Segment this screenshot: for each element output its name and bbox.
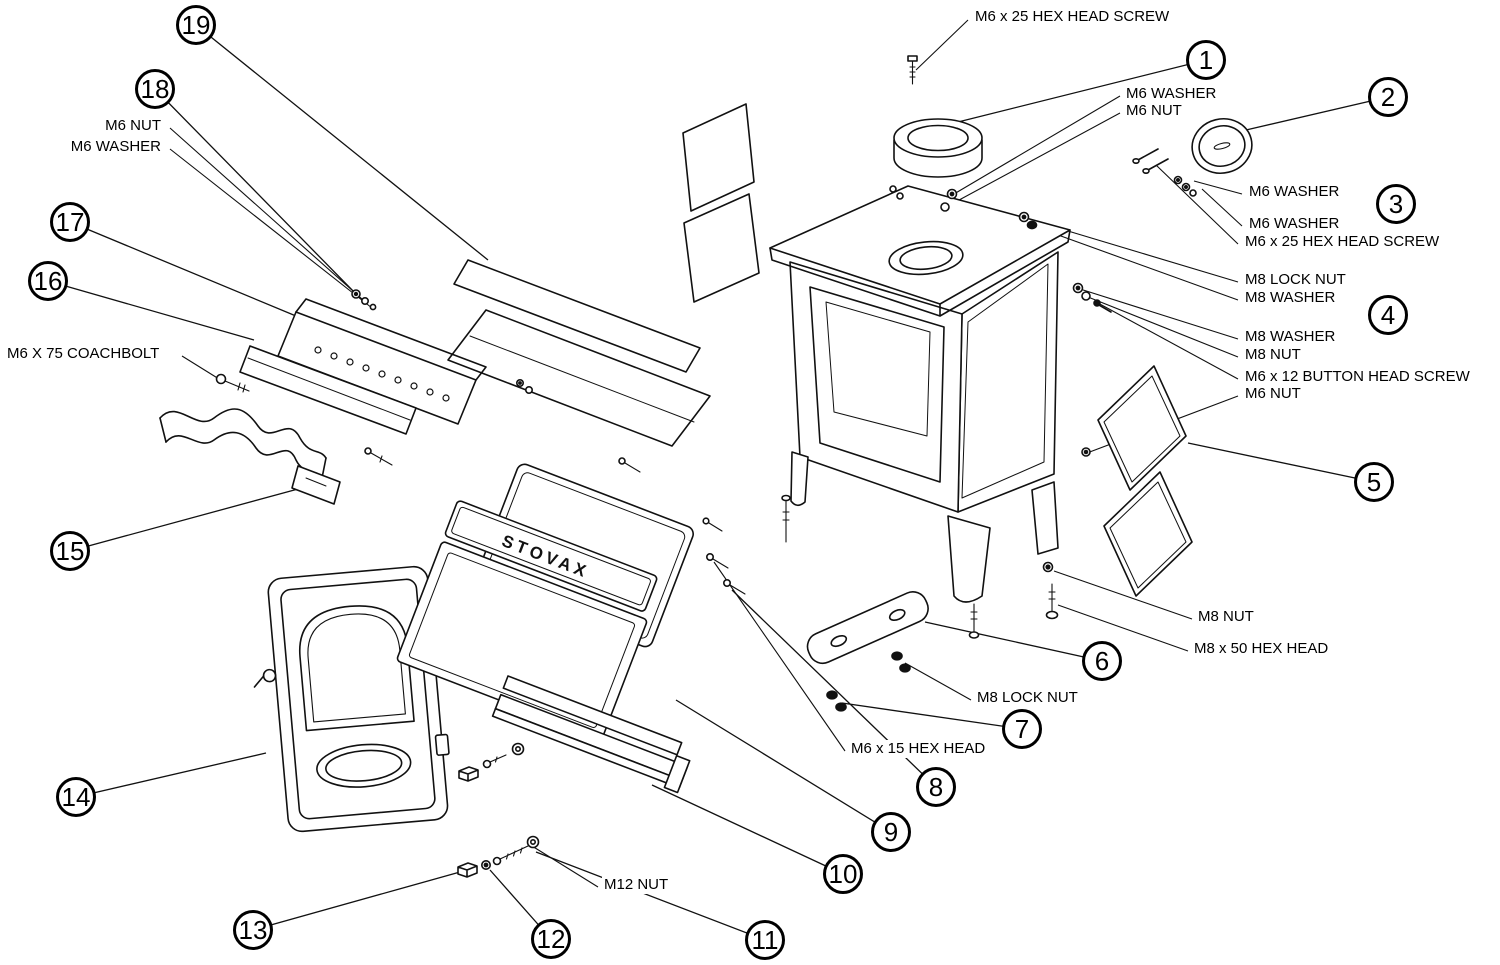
callout-11: 11: [745, 920, 785, 960]
part-label: M6 WASHER: [1124, 85, 1219, 103]
bolt-under-pedestal: [968, 603, 980, 639]
stove-leg-right: [1031, 481, 1059, 555]
callout-17: 17: [50, 202, 90, 242]
part-label: M8 WASHER: [1243, 328, 1338, 346]
part-label: M8 LOCK NUT: [975, 689, 1080, 707]
front-rail: [277, 298, 487, 425]
callout-leader-lines: [47, 24, 1389, 941]
callout-16: 16: [28, 261, 68, 301]
callout-18: 18: [135, 69, 175, 109]
hex-head-screw-top: [907, 55, 918, 85]
callout-13: 13: [233, 910, 273, 950]
grate-rails: [491, 675, 691, 794]
part-label: M8 LOCK NUT: [1243, 271, 1348, 289]
part-label: M8 x 50 HEX HEAD: [1192, 640, 1331, 658]
part-label: M6 NUT: [1243, 385, 1303, 403]
callout-4: 4: [1368, 295, 1408, 335]
part-label: M8 NUT: [1243, 346, 1303, 364]
part-label: M6 WASHER: [1247, 215, 1342, 233]
part-label: M6 x 25 HEX HEAD SCREW: [973, 8, 1172, 26]
door-hinge-bottom: [434, 733, 450, 756]
screw-under-left-leg: [781, 494, 791, 543]
firebrick-right-bottom: [1103, 471, 1193, 597]
front-bar: [239, 345, 417, 435]
baffle-fixings: [351, 289, 533, 394]
part-label: M6 WASHER: [68, 138, 163, 156]
door-latch: [262, 668, 277, 683]
callout-12: 12: [531, 919, 571, 959]
screw-below-rail: [364, 447, 393, 466]
callout-3: 3: [1376, 184, 1416, 224]
callout-5: 5: [1354, 462, 1394, 502]
part-label: M6 x 15 HEX HEAD: [849, 740, 988, 758]
m8-lock-nuts: [826, 651, 911, 712]
stove-body: [769, 185, 1071, 603]
callout-19: 19: [176, 5, 216, 45]
pedestal-bracket: [806, 591, 929, 665]
firebrick-left-bottom: [683, 193, 760, 303]
firebrick-right-bottom-inner: [1109, 481, 1187, 589]
throat-plate-fold: [469, 335, 695, 423]
m6x15-screws: [618, 457, 746, 595]
flue-collar: [893, 118, 983, 178]
callout-9: 9: [871, 812, 911, 852]
callout-1: 1: [1186, 40, 1226, 80]
part-label: M6 X 75 COACHBOLT: [5, 345, 162, 363]
callout-7: 7: [1002, 709, 1042, 749]
part-label: M6 x 12 BUTTON HEAD SCREW: [1243, 368, 1472, 386]
firebrick-left-top: [682, 103, 755, 212]
callout-8: 8: [916, 767, 956, 807]
firebrick-right-top-inner: [1103, 375, 1181, 483]
part-label: M8 NUT: [1196, 608, 1256, 626]
washer-nut-under-collar: [889, 185, 958, 212]
fastener-set-lower: [457, 835, 540, 878]
log-retainer: [159, 408, 341, 505]
part-label: M6 WASHER: [1247, 183, 1342, 201]
stove-leg-left: [790, 451, 809, 507]
part-label: M12 NUT: [602, 876, 671, 894]
part-label: M8 WASHER: [1243, 289, 1338, 307]
coachbolt: [215, 373, 250, 393]
part-label: M6 NUT: [103, 117, 163, 135]
fastener-set-upper: [458, 742, 525, 782]
part-label: M6 NUT: [1124, 102, 1184, 120]
callout-10: 10: [823, 854, 863, 894]
part-label: M6 x 25 HEX HEAD SCREW: [1243, 233, 1442, 251]
side-panel-fixings: [1018, 211, 1112, 457]
m8-bolt-and-nut: [1042, 561, 1059, 620]
flue-blanking-plate: [1191, 118, 1253, 174]
blanking-plate-screws: [1132, 148, 1197, 197]
callout-2: 2: [1368, 77, 1408, 117]
stove-leg-front: [947, 515, 991, 603]
baffle-plate: [453, 259, 701, 373]
callout-6: 6: [1082, 641, 1122, 681]
firebrick-right-top: [1097, 365, 1187, 491]
callout-14: 14: [56, 777, 96, 817]
callout-15: 15: [50, 531, 90, 571]
